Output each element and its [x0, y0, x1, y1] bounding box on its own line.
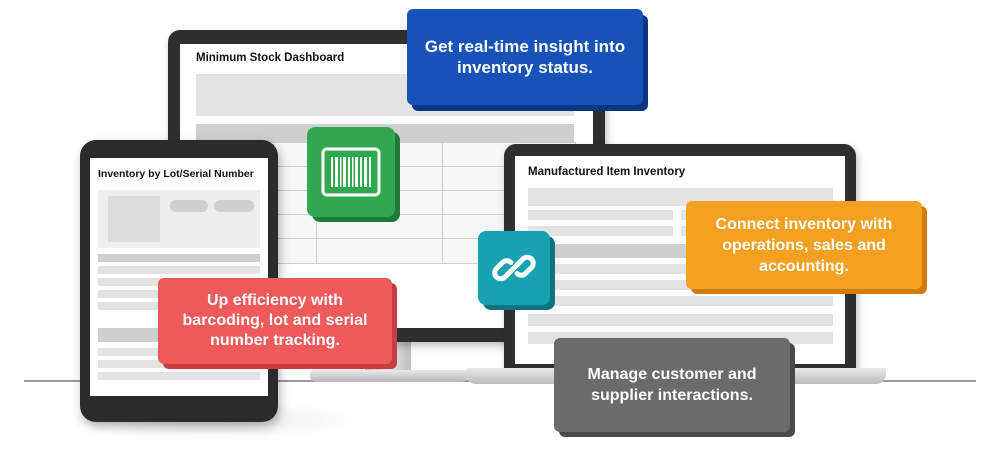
callout-connect-inventory-text: Connect inventory with operations, sales… [715, 215, 893, 275]
tablet-row [98, 360, 260, 368]
table-cell [316, 214, 444, 240]
laptop-row [528, 296, 833, 306]
tablet-pill [214, 200, 254, 212]
table-cell [316, 238, 444, 264]
link-icon [492, 254, 536, 282]
tablet-row [98, 266, 260, 274]
callout-realtime-insight-text: Get real-time insight into inventory sta… [424, 37, 626, 77]
tablet-row [98, 372, 260, 380]
laptop-row [528, 226, 673, 236]
laptop-row [528, 280, 833, 290]
tablet-screen-title: Inventory by Lot/Serial Number [98, 168, 254, 180]
tablet-pill [170, 200, 208, 212]
laptop: Manufactured Item Inventory [504, 144, 856, 372]
monitor-stand-base [310, 370, 468, 382]
callout-efficiency: Up efficiency with barcoding, lot and se… [158, 278, 392, 364]
barcode-tile [307, 127, 395, 217]
callout-manage-interactions: Manage customer and supplier interaction… [554, 338, 790, 432]
callout-realtime-insight: Get real-time insight into inventory sta… [407, 9, 643, 105]
desktop-screen-title: Minimum Stock Dashboard [196, 52, 345, 64]
tablet-row [98, 254, 260, 262]
callout-manage-interactions-text: Manage customer and supplier interaction… [587, 366, 757, 404]
callout-connect-inventory: Connect inventory with operations, sales… [686, 201, 922, 289]
tablet-image-placeholder [108, 196, 160, 242]
laptop-row [528, 314, 833, 326]
laptop-row [528, 264, 833, 274]
laptop-row [528, 210, 673, 220]
laptop-screen-title: Manufactured Item Inventory [528, 166, 686, 178]
callout-efficiency-text: Up efficiency with barcoding, lot and se… [182, 292, 368, 349]
barcode-icon [321, 147, 381, 197]
link-tile [478, 231, 550, 305]
